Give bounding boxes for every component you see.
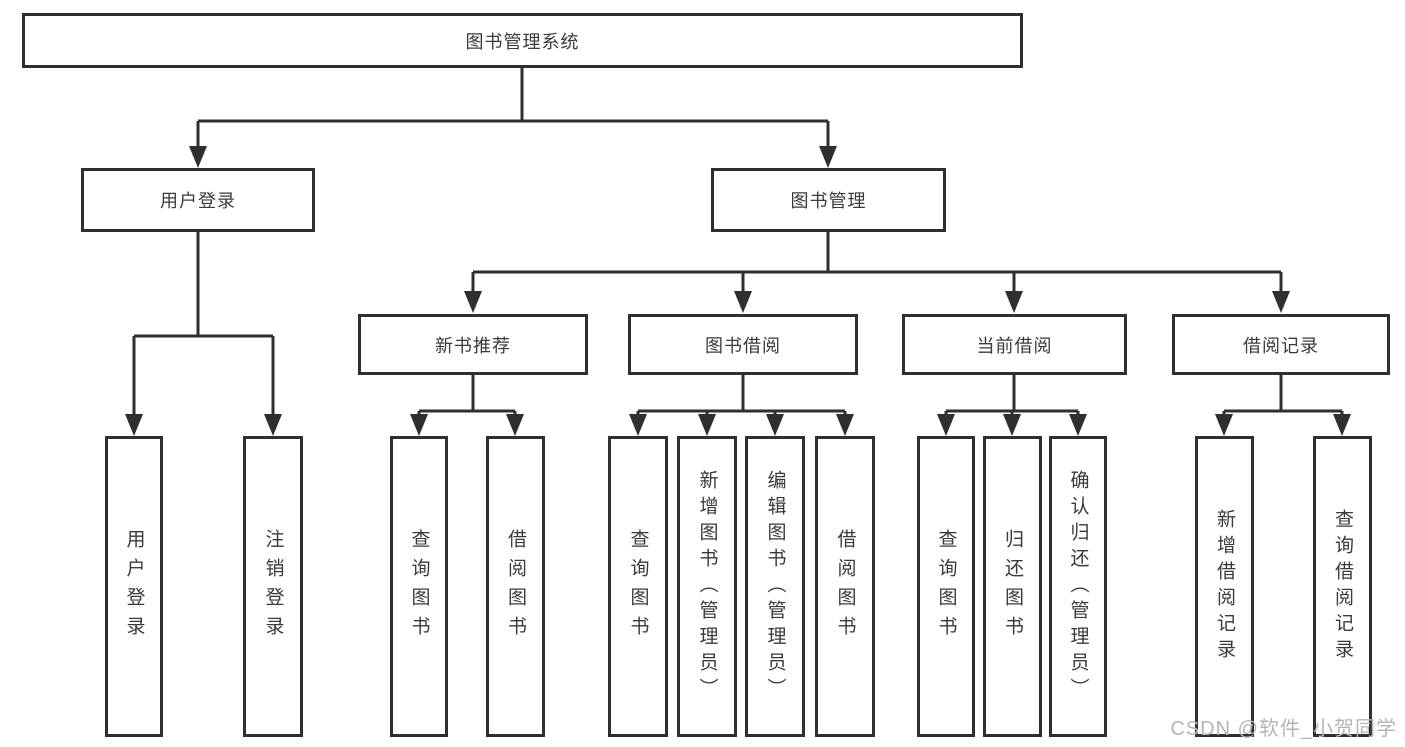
leaf-confirm-return-admin: 确认归还（管理员） — [1049, 436, 1107, 737]
leaf-borrow-books-recommend: 借阅图书 — [486, 436, 545, 737]
leaf-query-borrow-record: 查询借阅记录 — [1313, 436, 1372, 737]
leaf-query-books-borrowing: 查询图书 — [608, 436, 668, 737]
leaf-query-books-recommend: 查询图书 — [390, 436, 448, 737]
leaf-borrow-books-borrowing: 借阅图书 — [815, 436, 875, 737]
node-system-root: 图书管理系统 — [22, 13, 1023, 68]
node-book-borrowing: 图书借阅 — [628, 314, 858, 375]
leaf-edit-book-admin: 编辑图书（管理员） — [745, 436, 805, 737]
watermark: CSDN @软件_小贺同学 — [1170, 718, 1397, 740]
leaf-user-login: 用户登录 — [105, 436, 163, 737]
leaf-add-book-admin: 新增图书（管理员） — [677, 436, 737, 737]
node-borrowing-records: 借阅记录 — [1172, 314, 1390, 375]
node-new-book-recommend: 新书推荐 — [358, 314, 588, 375]
leaf-logout: 注销登录 — [243, 436, 303, 737]
arrowheads — [125, 146, 1351, 436]
node-current-borrowing: 当前借阅 — [902, 314, 1127, 375]
leaf-return-books: 归还图书 — [983, 436, 1042, 737]
leaf-query-books-current: 查询图书 — [917, 436, 975, 737]
node-book-management: 图书管理 — [711, 168, 946, 232]
leaf-add-borrow-record: 新增借阅记录 — [1195, 436, 1254, 737]
node-user-login: 用户登录 — [81, 168, 315, 232]
